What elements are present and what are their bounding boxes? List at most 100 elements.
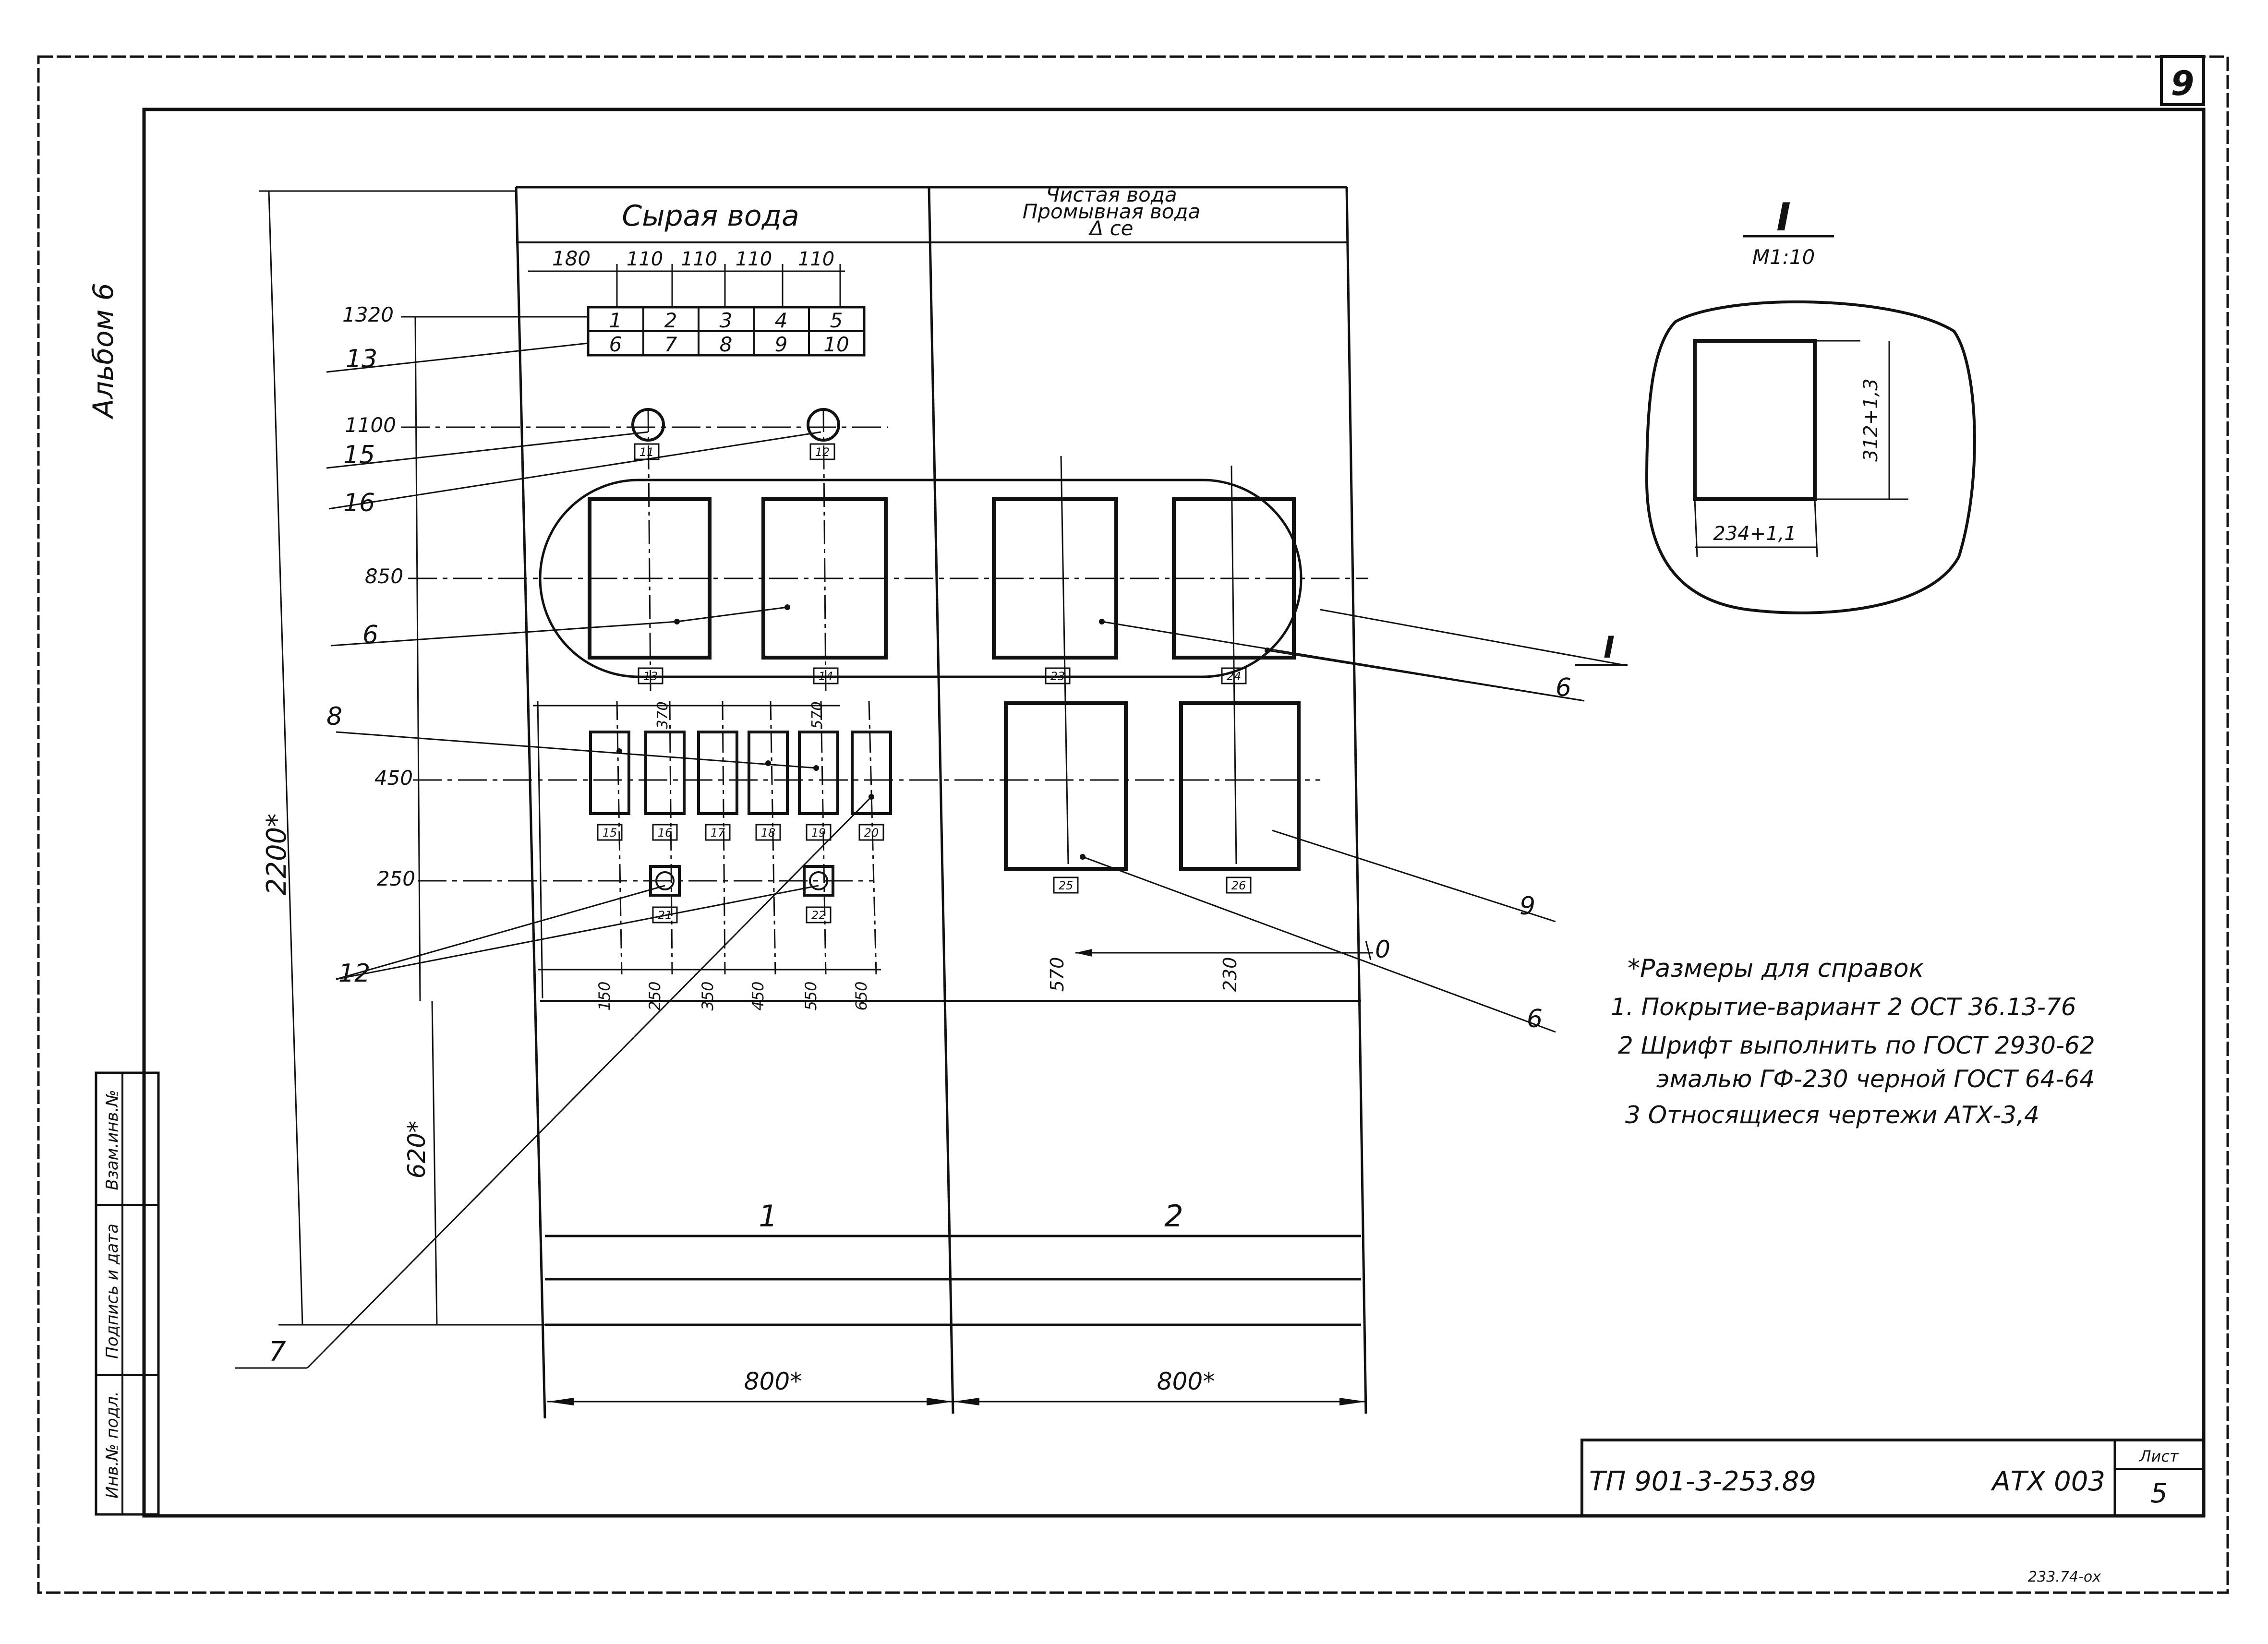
doc-code: ТП 901-3-253.89 <box>1589 1466 1816 1497</box>
sheet-number: 5 <box>2150 1478 2168 1509</box>
clean-water-header: Чистая вода <box>1046 183 1177 206</box>
leader-6b: 6 <box>1527 1005 1543 1033</box>
title-block: ТП 901-3-253.89 АТХ 003 Лист 5 <box>1580 1439 2205 1517</box>
top-dim-5: 110 <box>798 248 834 270</box>
tag-12: 12 <box>815 445 830 459</box>
note-2b: эмалью ГФ-230 черной ГОСТ 64-64 <box>1656 1065 2095 1093</box>
instrument-15: 15 <box>589 731 630 841</box>
small-dim-570: 570 <box>809 701 826 729</box>
stamp-sign: Подпись и дата <box>103 1224 122 1359</box>
note-1: 1. Покрытие-вариант 2 ОСТ 36.13-76 <box>1611 993 2076 1021</box>
panel-number-1: 1 <box>759 1199 777 1234</box>
switch-21: 21 <box>649 865 681 924</box>
top-dim-4: 110 <box>736 248 772 270</box>
instrument-18: 18 <box>748 731 789 841</box>
plate-cell: 5 <box>830 309 843 332</box>
instrument-13: 13 <box>588 497 712 684</box>
tag-24: 24 <box>1227 670 1242 683</box>
bottom-dim-150: 150 <box>595 981 614 1010</box>
detail-height: 312+1,3 <box>1860 378 1882 461</box>
instrument-20: 20 <box>851 731 892 841</box>
leader-7: 7 <box>269 1336 286 1368</box>
right-dim-570: 570 <box>1047 957 1068 992</box>
tag-15: 15 <box>603 826 617 840</box>
tag-25: 25 <box>1059 879 1074 892</box>
tag-20: 20 <box>864 826 879 840</box>
width-left: 800* <box>744 1368 802 1395</box>
leader-15: 15 <box>343 441 375 469</box>
right-dim-230: 230 <box>1219 957 1241 992</box>
raw-water-header: Сырая вода <box>622 199 799 233</box>
leader-8: 8 <box>326 702 342 731</box>
note-3: 3 Относящиеся чертежи АТХ-3,4 <box>1625 1101 2039 1129</box>
delta-header: Δ се <box>1088 216 1133 240</box>
plate-cell: 2 <box>664 309 677 332</box>
page-number: 9 <box>2171 64 2195 103</box>
tag-14: 14 <box>819 670 833 683</box>
width-right: 800* <box>1157 1368 1215 1395</box>
plate-cell: 6 <box>609 333 622 356</box>
switch-22: 22 <box>803 865 834 924</box>
plate-cell: 4 <box>775 309 788 332</box>
elev-450: 450 <box>374 766 413 790</box>
detail-outline <box>1645 300 1976 614</box>
top-dim-3: 110 <box>681 248 717 270</box>
leader-12: 12 <box>338 959 370 988</box>
instrument-25: 25 <box>1004 701 1128 894</box>
detail-width: 234+1,1 <box>1713 523 1796 545</box>
leader-9: 9 <box>1520 892 1535 921</box>
tag-17: 17 <box>711 826 725 840</box>
instrument-16: 16 <box>644 731 686 841</box>
side-stamp: Инв.№ подл. Подпись и дата Взам.инв.№ <box>95 1071 160 1516</box>
recorder-enclosure <box>539 479 1303 678</box>
stamp-replace: Взам.инв.№ <box>103 1090 122 1190</box>
bottom-dim-650: 650 <box>852 981 870 1010</box>
tag-13: 13 <box>643 670 658 683</box>
bottom-dim-550: 550 <box>802 981 820 1010</box>
tag-11: 11 <box>639 445 654 459</box>
instrument-26: 26 <box>1179 701 1301 894</box>
instrument-23: 23 <box>992 456 1118 864</box>
elev-1100: 1100 <box>345 413 396 437</box>
stamp-inv: Инв.№ подл. <box>103 1391 122 1499</box>
top-dim-2: 110 <box>627 248 663 270</box>
plate-cell: 9 <box>775 333 788 356</box>
panel-number-2: 2 <box>1164 1199 1183 1234</box>
note-2: 2 Шрифт выполнить по ГОСТ 2930-62 <box>1618 1032 2095 1059</box>
tag-23: 23 <box>1050 670 1065 683</box>
instrument-19: 19 <box>798 731 839 841</box>
note-star: *Размеры для справок <box>1628 954 1924 983</box>
plate-cell: 3 <box>720 309 733 332</box>
detail-cutout <box>1693 339 1817 501</box>
leader-6a: 6 <box>362 621 378 649</box>
bottom-dim-450: 450 <box>749 981 767 1010</box>
inner-frame <box>142 108 2206 1518</box>
tag-22: 22 <box>811 909 826 922</box>
leader-I: I <box>1604 630 1615 665</box>
outer-frame <box>37 55 2229 1594</box>
page-number-box <box>2160 55 2205 106</box>
small-dim-370: 370 <box>654 701 671 729</box>
dim-620: 620* <box>403 1121 431 1178</box>
sheet-label: Лист <box>2139 1447 2179 1465</box>
bottom-dim-250: 250 <box>646 981 664 1010</box>
plate-cell: 7 <box>664 333 677 356</box>
dim-2200: 2200* <box>261 814 292 896</box>
album-label: Альбом 6 <box>87 283 120 420</box>
leader-6c: 6 <box>1556 673 1571 702</box>
detail-title: I <box>1776 195 1791 240</box>
plate-cell: 8 <box>720 333 733 356</box>
tag-16: 16 <box>658 826 673 840</box>
wash-water-header: Промывная вода <box>1023 200 1201 223</box>
detail-scale: М1:10 <box>1752 245 1815 269</box>
right-dim-0: 0 <box>1375 936 1390 963</box>
leader-13: 13 <box>346 345 377 373</box>
label-plate: 1 2 3 4 5 6 7 8 9 10 <box>587 306 866 357</box>
top-dim-1: 180 <box>552 247 591 270</box>
bottom-dim-350: 350 <box>699 981 717 1010</box>
footer-mark: 233.74-ох <box>2028 1569 2101 1585</box>
plate-cell: 1 <box>609 309 622 332</box>
drawing-code: АТХ 003 <box>1991 1466 2105 1497</box>
elev-1320: 1320 <box>342 303 394 326</box>
